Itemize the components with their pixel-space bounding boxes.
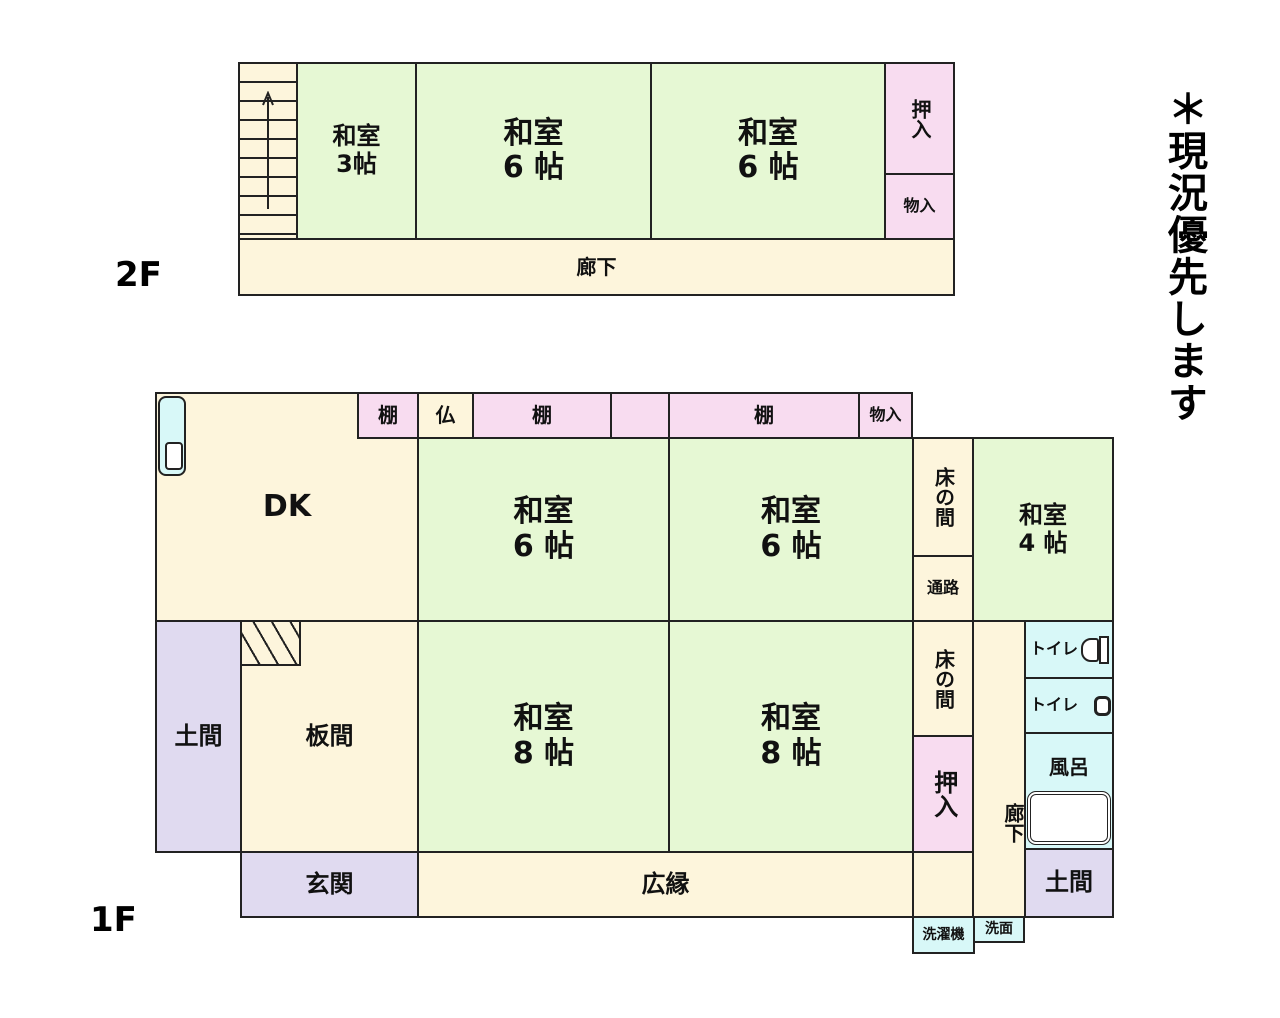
washitsu-4jo: 和室 4 帖 (972, 437, 1114, 622)
bath: 風呂 (1024, 732, 1114, 850)
tokonoma-1: 床の間 (912, 437, 974, 557)
tana-2: 棚 (472, 392, 612, 439)
oshiire-2f: 押入 (884, 62, 955, 175)
floor-2-label: 2F (115, 255, 162, 295)
monoire-2f: 物入 (884, 173, 955, 240)
washitsu-8jo-a: 和室 8 帖 (417, 620, 670, 853)
urinal-icon (1094, 695, 1112, 716)
washing-machine: 洗濯機 (912, 916, 975, 954)
tana-blank (610, 392, 670, 439)
tana-1: 棚 (357, 392, 419, 439)
monoire-1f: 物入 (858, 392, 913, 439)
senmen: 洗面 (973, 916, 1025, 943)
stair-arrow-icon (262, 91, 274, 209)
tana-3: 棚 (668, 392, 860, 439)
toilet-tank-icon (1099, 635, 1110, 664)
butsudan: 仏 (417, 392, 474, 439)
corridor-1f: 廊下 (972, 620, 1026, 918)
toilet-2-label: トイレ (1030, 695, 1079, 715)
current-condition-note: ＊現況優先します (1161, 88, 1207, 424)
washitsu-6jo-1f-a: 和室 6 帖 (417, 437, 670, 622)
corridor-2f: 廊下 (238, 238, 955, 296)
bath-label: 風呂 (1049, 755, 1089, 779)
tokonoma-2: 床の間 (912, 620, 974, 737)
doma-2: 土間 (1024, 848, 1114, 918)
tsuro: 通路 (912, 555, 974, 622)
washitsu-6jo-2f-a: 和室 6 帖 (415, 62, 652, 240)
washitsu-8jo-b: 和室 8 帖 (668, 620, 914, 853)
washitsu-6jo-2f-b: 和室 6 帖 (650, 62, 886, 240)
toilet-icon (1081, 637, 1100, 662)
doma-1: 土間 (155, 620, 242, 853)
oshiire-1f: 押入 (912, 735, 974, 853)
stairs-1f (240, 620, 301, 666)
sink-icon (158, 396, 186, 476)
genkan: 玄関 (240, 851, 419, 918)
washitsu-3jo-2f: 和室 3帖 (296, 62, 417, 240)
toilet-1: トイレ (1024, 620, 1114, 679)
washitsu-6jo-1f-b: 和室 6 帖 (668, 437, 914, 622)
toilet-2: トイレ (1024, 677, 1114, 734)
hiroen: 広縁 (417, 851, 914, 918)
toilet-1-label: トイレ (1030, 639, 1079, 659)
floor-1-label: 1F (90, 900, 137, 940)
stairs-2f (238, 62, 298, 240)
bathtub-icon (1027, 791, 1111, 845)
